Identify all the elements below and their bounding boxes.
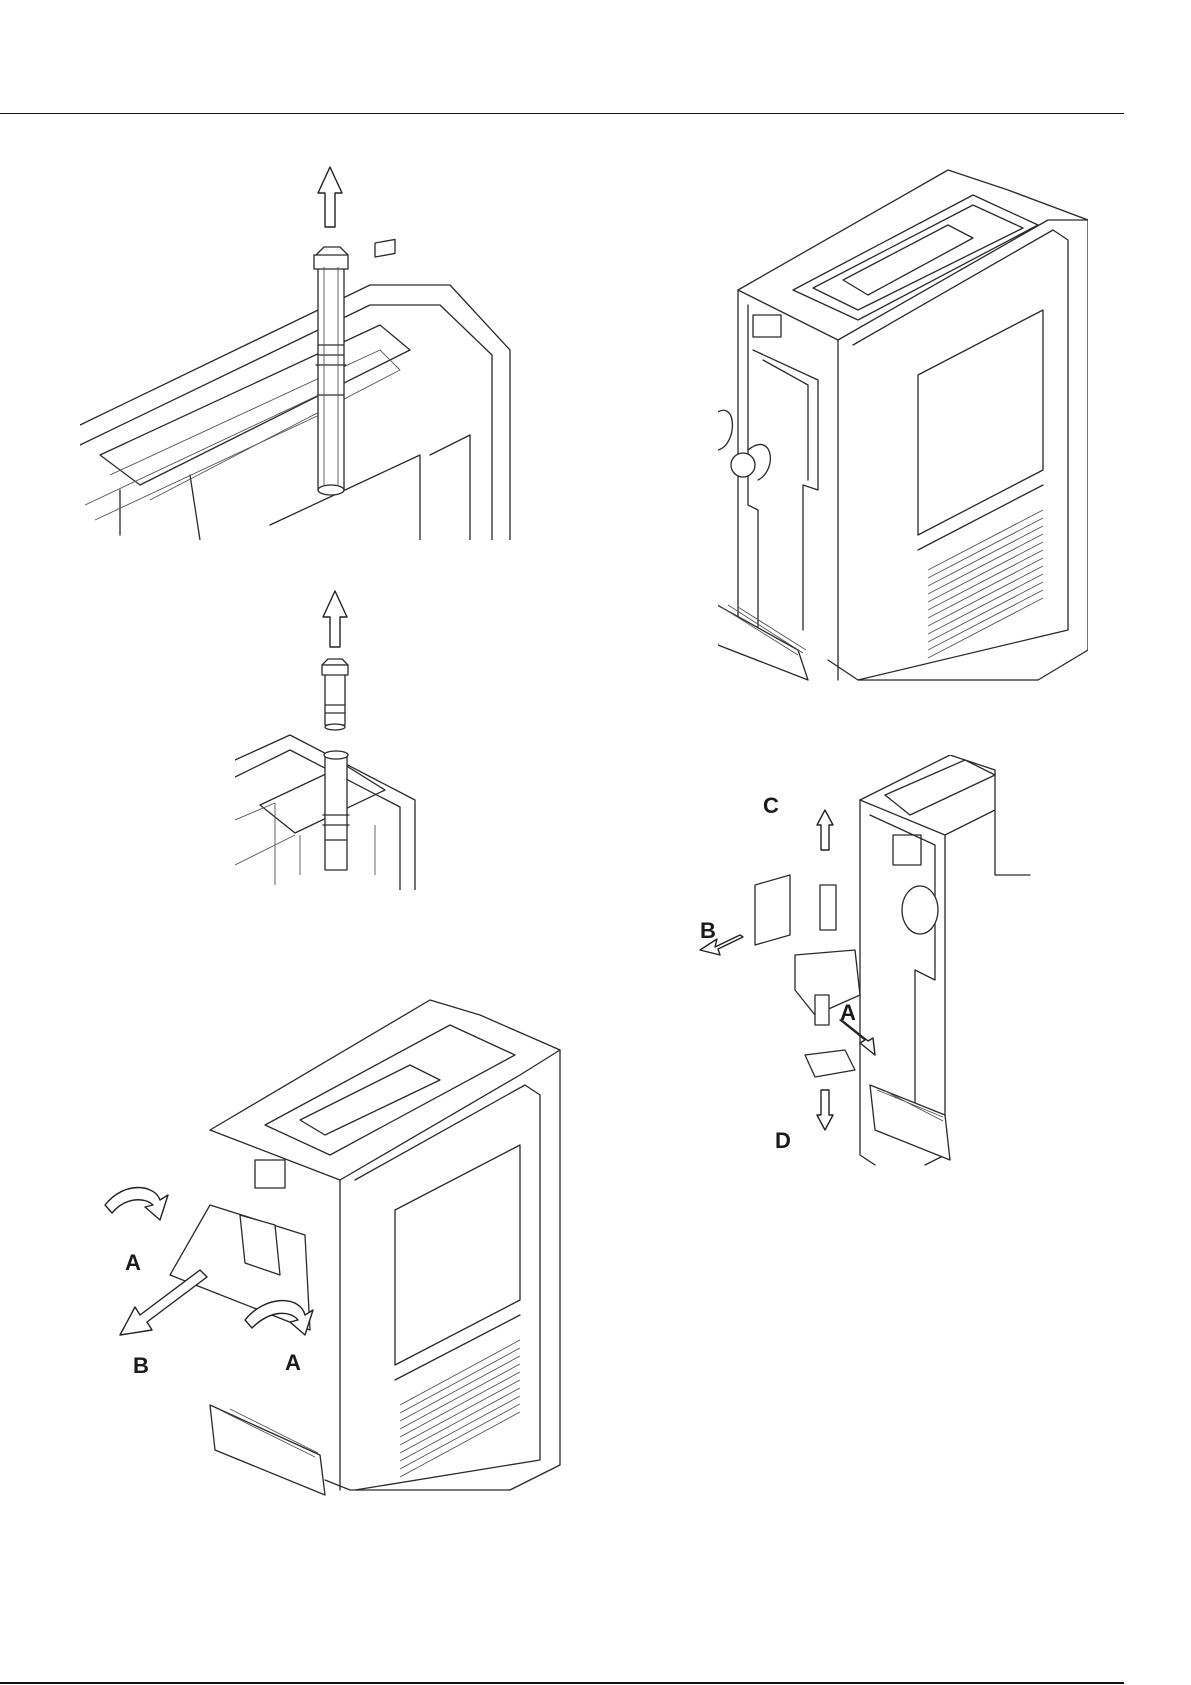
- piston: [820, 885, 836, 930]
- knob-right: [731, 453, 755, 477]
- pull-arrow-b: [120, 1270, 207, 1335]
- drip-cup: [805, 1050, 855, 1077]
- lower-shaft-part: [325, 755, 347, 870]
- figure-machine-knobs: [718, 160, 1088, 685]
- figure-shaft-separation-drawing: [235, 585, 435, 890]
- figure-front-cover-removal-drawing: A A B: [100, 985, 570, 1505]
- figure-shaft-removal-drawing: [80, 155, 530, 540]
- knob-left: [718, 410, 732, 450]
- label-a: A: [840, 1000, 856, 1025]
- label-b: B: [700, 918, 716, 943]
- up-arrow: [318, 167, 342, 227]
- label-b: B: [133, 1353, 149, 1378]
- arrow-c-up: [817, 810, 833, 850]
- figure-shaft-separation: [235, 585, 435, 890]
- figure-exploded-assembly-drawing: C B A D: [695, 755, 1040, 1175]
- figure-shaft-removal: [80, 155, 530, 540]
- footer-rule: [0, 1682, 1124, 1684]
- label-a-right: A: [285, 1350, 301, 1375]
- deflector: [755, 875, 790, 945]
- figure-machine-knobs-drawing: [718, 160, 1088, 685]
- header-rule: [0, 113, 1124, 114]
- label-c: C: [763, 793, 779, 818]
- label-a-left: A: [125, 1250, 141, 1275]
- label-d: D: [775, 1128, 791, 1153]
- up-arrow: [323, 591, 347, 647]
- figure-exploded-assembly: C B A D: [695, 755, 1040, 1175]
- rotate-arrow-a-left: [105, 1188, 168, 1221]
- shaft: [318, 265, 344, 490]
- figure-front-cover-removal: A A B: [100, 985, 570, 1505]
- arrow-d-down: [817, 1090, 833, 1130]
